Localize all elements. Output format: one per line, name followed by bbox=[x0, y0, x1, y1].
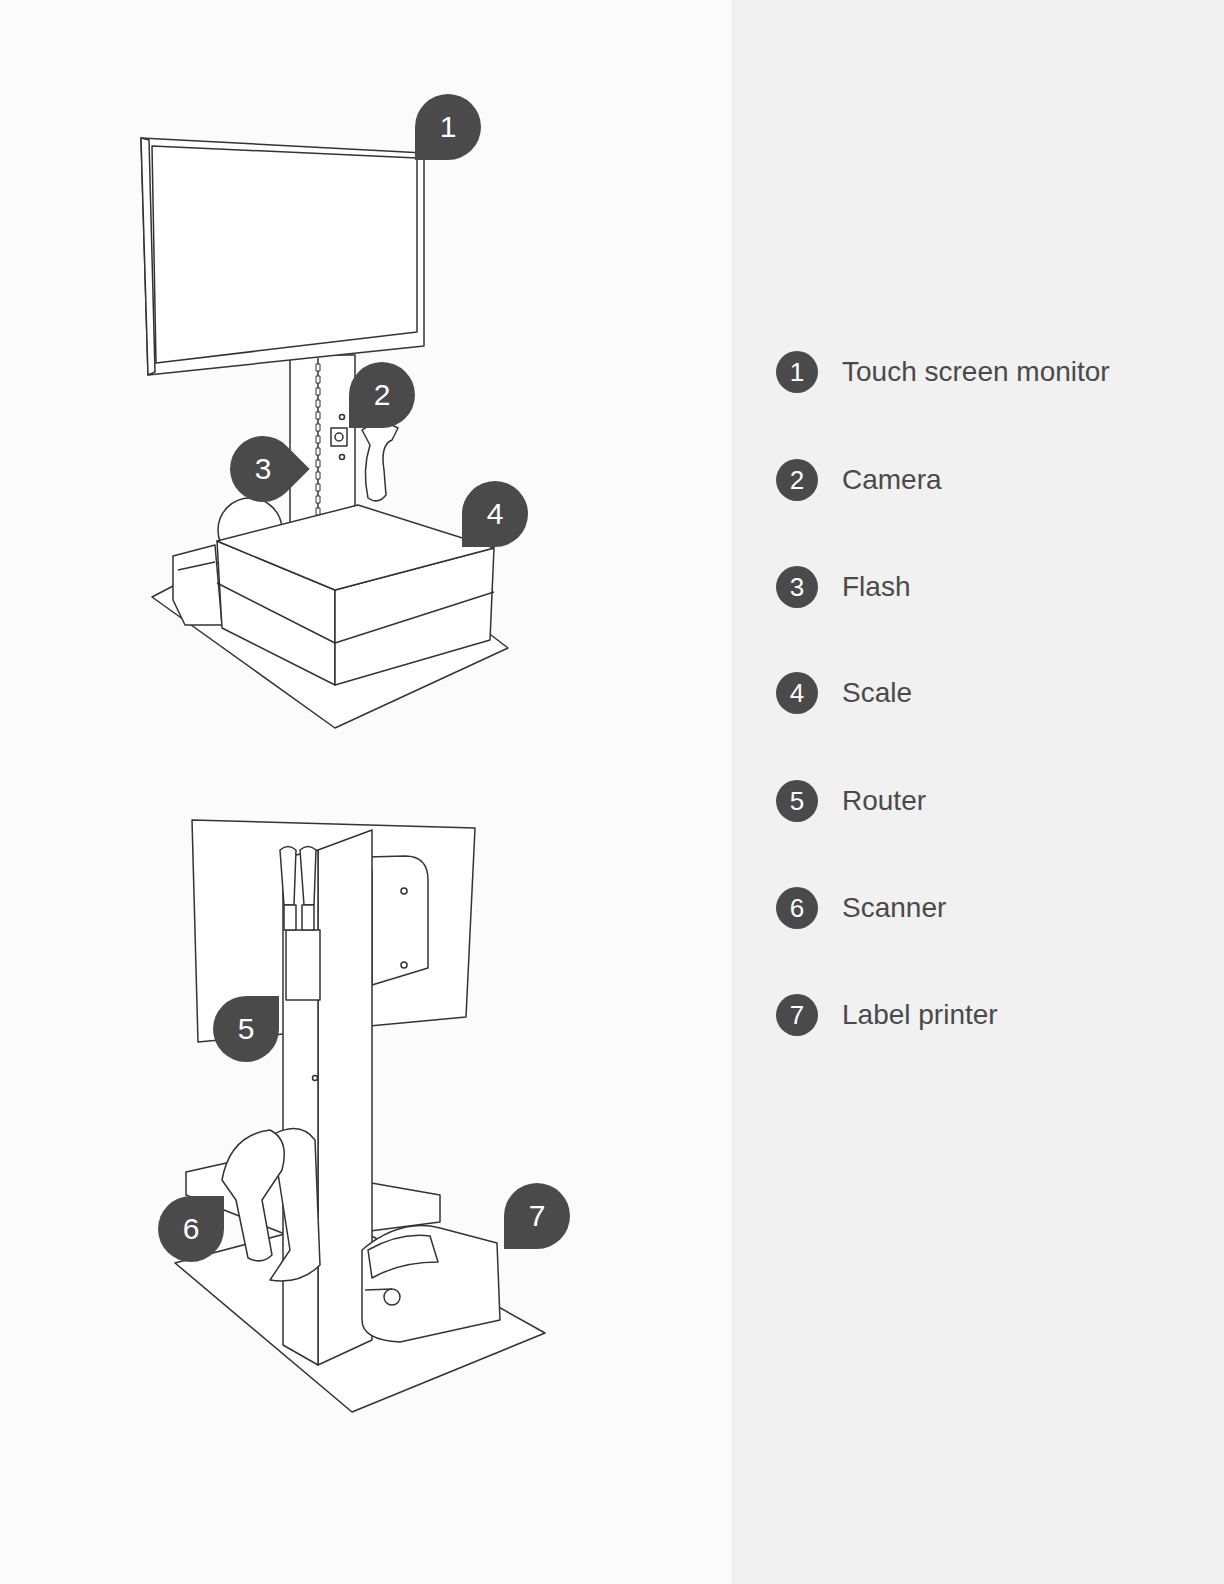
printer-spindle bbox=[365, 1289, 392, 1290]
callout-bubble: 3 bbox=[230, 436, 296, 502]
callout-number: 3 bbox=[230, 436, 296, 502]
callout-shape bbox=[213, 996, 279, 1062]
scanner bbox=[362, 423, 398, 500]
screw bbox=[313, 1076, 318, 1081]
camera-lens bbox=[335, 433, 343, 441]
legend-item: 7 Label printer bbox=[776, 991, 998, 1039]
legend-item: 2 Camera bbox=[776, 456, 942, 504]
callout-shape bbox=[504, 1183, 570, 1249]
number-circle: 4 bbox=[776, 672, 818, 714]
part-name: Camera bbox=[842, 464, 942, 496]
antenna-base bbox=[284, 905, 296, 930]
pole-hole bbox=[316, 484, 320, 491]
part-name: Touch screen monitor bbox=[842, 356, 1110, 388]
number-circle: 6 bbox=[776, 887, 818, 929]
number-circle: 2 bbox=[776, 459, 818, 501]
callout-shape bbox=[415, 94, 481, 160]
camera bbox=[331, 428, 347, 446]
pole-hole bbox=[316, 424, 320, 431]
router-antenna bbox=[300, 847, 316, 906]
callout-number: 5 bbox=[790, 786, 804, 817]
pole-hole bbox=[316, 472, 320, 479]
label-printer bbox=[173, 545, 222, 625]
callout-number: 3 bbox=[790, 572, 804, 603]
legend-item: 6 Scanner bbox=[776, 884, 946, 932]
callout-number: 1 bbox=[790, 357, 804, 388]
pole-hole bbox=[316, 436, 320, 443]
pole bbox=[290, 355, 355, 525]
callout-number: 4 bbox=[790, 678, 804, 709]
callout-number: 1 bbox=[415, 94, 481, 160]
kiosk-front bbox=[141, 138, 508, 728]
callout-bubble: 4 bbox=[462, 481, 528, 547]
printer-knob bbox=[384, 1289, 400, 1305]
monitor bbox=[141, 138, 424, 375]
pole-hole bbox=[316, 412, 320, 419]
callout-number: 6 bbox=[158, 1196, 224, 1262]
scanner bbox=[222, 1130, 284, 1261]
router bbox=[286, 930, 320, 1000]
side-panel bbox=[731, 0, 1224, 1584]
legend-item: 1 Touch screen monitor bbox=[776, 348, 1110, 396]
callout-bubble: 5 bbox=[213, 996, 279, 1062]
scale-lid-line bbox=[217, 583, 494, 643]
router-antenna bbox=[280, 847, 296, 906]
screw bbox=[340, 455, 345, 460]
part-name: Scanner bbox=[842, 892, 946, 924]
callout-number: 6 bbox=[790, 893, 804, 924]
pole-hole bbox=[316, 508, 320, 515]
pole bbox=[283, 850, 318, 1365]
callout-number: 7 bbox=[790, 1000, 804, 1031]
callout-bubble: 1 bbox=[415, 94, 481, 160]
monitor-screen bbox=[152, 146, 417, 363]
pole-hole bbox=[316, 460, 320, 467]
callout-number: 7 bbox=[504, 1183, 570, 1249]
callout-number: 2 bbox=[790, 465, 804, 496]
number-circle: 5 bbox=[776, 780, 818, 822]
callout-number: 4 bbox=[462, 481, 528, 547]
part-name: Label printer bbox=[842, 999, 998, 1031]
pole-hole bbox=[316, 364, 320, 371]
pole-hole bbox=[316, 448, 320, 455]
legend-item: 5 Router bbox=[776, 777, 926, 825]
callout-number: 2 bbox=[349, 362, 415, 428]
pole-hole bbox=[316, 400, 320, 407]
label-printer bbox=[362, 1226, 500, 1342]
legend-item: 4 Scale bbox=[776, 669, 912, 717]
number-circle: 3 bbox=[776, 566, 818, 608]
callout-shape bbox=[158, 1196, 224, 1262]
screw bbox=[340, 415, 345, 420]
part-name: Flash bbox=[842, 571, 910, 603]
pole-hole bbox=[316, 496, 320, 503]
screw bbox=[401, 888, 407, 894]
antenna-base bbox=[302, 905, 314, 930]
callout-shape bbox=[216, 422, 309, 515]
callout-number: 5 bbox=[213, 996, 279, 1062]
callout-shape bbox=[462, 481, 528, 547]
callout-bubble: 2 bbox=[349, 362, 415, 428]
pole-hole bbox=[316, 376, 320, 383]
callout-bubble: 6 bbox=[158, 1196, 224, 1262]
kiosk-back bbox=[175, 820, 545, 1412]
part-name: Scale bbox=[842, 677, 912, 709]
number-circle: 7 bbox=[776, 994, 818, 1036]
part-name: Router bbox=[842, 785, 926, 817]
printer-lid bbox=[368, 1235, 438, 1278]
callout-shape bbox=[349, 362, 415, 428]
callout-bubble: 7 bbox=[504, 1183, 570, 1249]
printer-slot bbox=[178, 562, 215, 570]
scale-top bbox=[217, 505, 494, 590]
number-circle: 1 bbox=[776, 351, 818, 393]
legend-item: 3 Flash bbox=[776, 563, 910, 611]
pole-hole bbox=[316, 388, 320, 395]
screw bbox=[401, 962, 407, 968]
pole-holes bbox=[316, 364, 320, 515]
